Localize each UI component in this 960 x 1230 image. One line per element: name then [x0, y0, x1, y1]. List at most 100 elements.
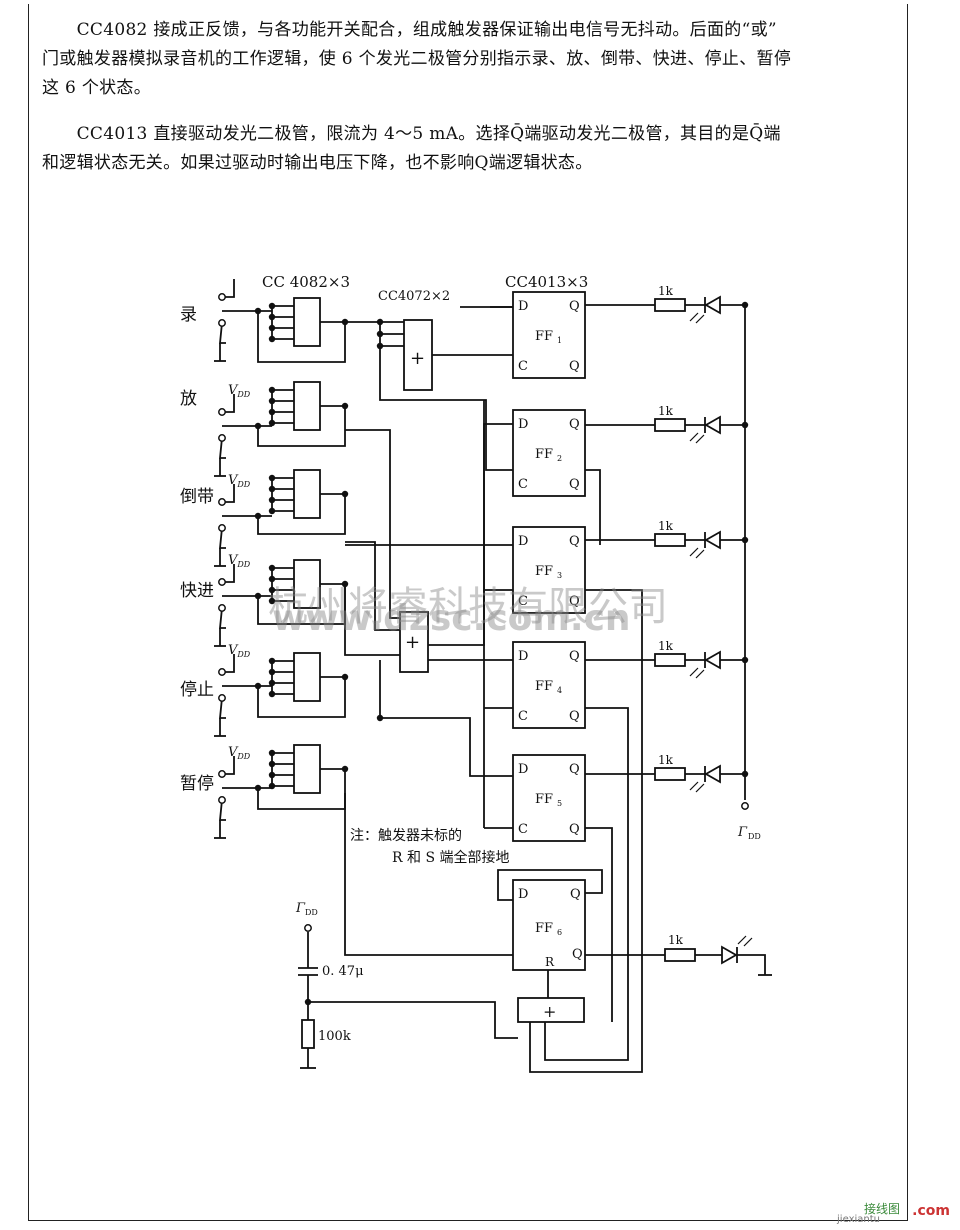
junction-dot	[268, 408, 276, 416]
terminal	[218, 293, 226, 301]
switch-label-4: 停止	[180, 680, 214, 700]
led-ray	[743, 937, 753, 947]
resistor-label: 1k	[668, 933, 684, 947]
footer-com: .com	[912, 1203, 950, 1219]
footer-site-url: jiexiantu	[837, 1214, 880, 1225]
junction-dot	[268, 657, 276, 665]
terminal	[218, 408, 226, 416]
or-gate-1	[403, 319, 433, 391]
led-3	[704, 530, 721, 550]
resistor-100k	[301, 1019, 315, 1049]
ff-label-sub: 3	[557, 571, 562, 580]
junction-dot	[268, 597, 276, 605]
led-ray	[737, 935, 747, 945]
terminal	[218, 668, 226, 676]
terminal	[218, 694, 226, 702]
junction-dot	[741, 301, 749, 309]
junction-dot	[268, 668, 276, 676]
terminal	[741, 802, 749, 810]
paragraph-2-line: 和逻辑状态无关。如果过驱动时输出电压下降，也不影响Q端逻辑状态。	[42, 153, 593, 173]
or2-in-2	[345, 541, 400, 631]
ff-pin-d: D	[518, 762, 528, 777]
junction-dot	[341, 673, 349, 681]
paragraph-1: CC4082 接成正反馈，与各功能开关配合，组成触发器保证输出电信号无抖动。后面…	[42, 16, 904, 103]
junction-dot	[268, 760, 276, 768]
resistor-label: 1k	[658, 404, 674, 418]
or2-in-3	[344, 583, 400, 656]
ff-pin-qbar: Q	[569, 417, 580, 432]
junction-dot	[376, 330, 384, 338]
resistor-1k	[654, 767, 686, 781]
junction-dot	[254, 682, 262, 690]
switch-label-5: 暂停	[180, 774, 214, 794]
flip-flop-1	[512, 291, 586, 379]
junction-dot	[268, 679, 276, 687]
capacitor-label: 0. 47μ	[322, 964, 364, 979]
junction-dot	[376, 342, 384, 350]
switch-vdd-lead	[222, 756, 235, 775]
junction-dot	[268, 564, 276, 572]
led-ray	[695, 549, 705, 559]
or-gate-header: CC4072×2	[378, 289, 450, 304]
ff-label: FF	[535, 921, 553, 936]
junction-dot	[268, 397, 276, 405]
paragraph-1-line: 这 6 个状态。	[42, 78, 152, 98]
feedback-wire	[257, 311, 346, 363]
and-gate-header: CC 4082×3	[262, 273, 350, 291]
ff4-q-feed	[544, 707, 629, 1061]
paragraph-2-line: CC4013 直接驱动发光二极管，限流为 4～5 mA。选择Q̄端驱动发光二极管…	[42, 124, 781, 144]
led-ray	[689, 312, 699, 322]
terminal	[218, 796, 226, 804]
led-1	[704, 295, 721, 315]
junction-dot	[268, 419, 276, 427]
or-gate-3	[517, 997, 585, 1023]
and-gate-4	[293, 652, 321, 702]
resistor-1k	[654, 298, 686, 312]
flip-flop-2	[512, 409, 586, 497]
ff-label: FF	[535, 679, 553, 694]
ff-pin-q: Q	[569, 709, 580, 724]
note-line-1: 注：触发器未标的	[350, 828, 462, 844]
or-gate-2	[399, 611, 429, 673]
junction-dot	[341, 765, 349, 773]
terminal	[218, 578, 226, 586]
junction-dot	[341, 318, 349, 326]
led-ray	[689, 781, 699, 791]
junction-dot	[376, 318, 384, 326]
resistor-1k	[654, 653, 686, 667]
resistor-1k	[654, 418, 686, 432]
switch-vdd-lead	[222, 484, 235, 503]
ff-pin-d: D	[518, 649, 528, 664]
junction-dot	[268, 771, 276, 779]
flip-flop-5	[512, 754, 586, 842]
switch-label-2: 倒带	[180, 487, 214, 507]
switch-label-0: 录	[180, 305, 197, 325]
ff5-d	[380, 717, 513, 777]
ff-pin-c: C	[518, 477, 528, 492]
flip-flop-4	[512, 641, 586, 729]
flip-flop-6	[512, 879, 586, 971]
resistor-label: 1k	[658, 519, 674, 533]
junction-dot	[376, 714, 384, 722]
ff-label-sub: 1	[557, 336, 562, 345]
por-wire	[308, 1001, 518, 1039]
ff6-toggle	[497, 869, 603, 901]
footer-site-cn: 接线图	[863, 1202, 900, 1216]
resistor-label: 1k	[658, 639, 674, 653]
feedback-wire	[257, 677, 346, 718]
junction-dot	[268, 485, 276, 493]
vdd-label-3: VDD	[228, 553, 251, 569]
or-gate-2-symbol: +	[405, 632, 420, 653]
vdd-label-5: VDD	[228, 745, 251, 761]
terminal	[218, 319, 226, 327]
junction-dot	[268, 474, 276, 482]
ff-pin-d: D	[518, 534, 528, 549]
led-ray	[695, 783, 705, 793]
and-gate-0	[293, 297, 321, 347]
ff5-q-feed	[585, 827, 613, 1022]
ff-label-sub: 6	[557, 928, 562, 937]
led-ray	[695, 669, 705, 679]
ff-label: FF	[535, 564, 553, 579]
junction-dot	[341, 402, 349, 410]
